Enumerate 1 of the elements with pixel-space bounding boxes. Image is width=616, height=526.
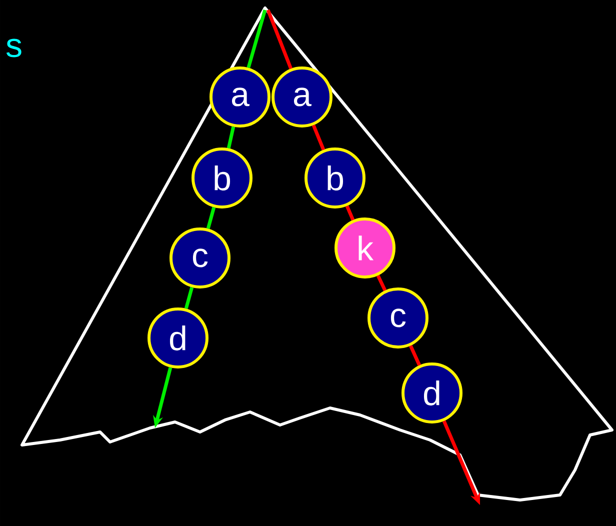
letter-label: s <box>6 38 22 58</box>
